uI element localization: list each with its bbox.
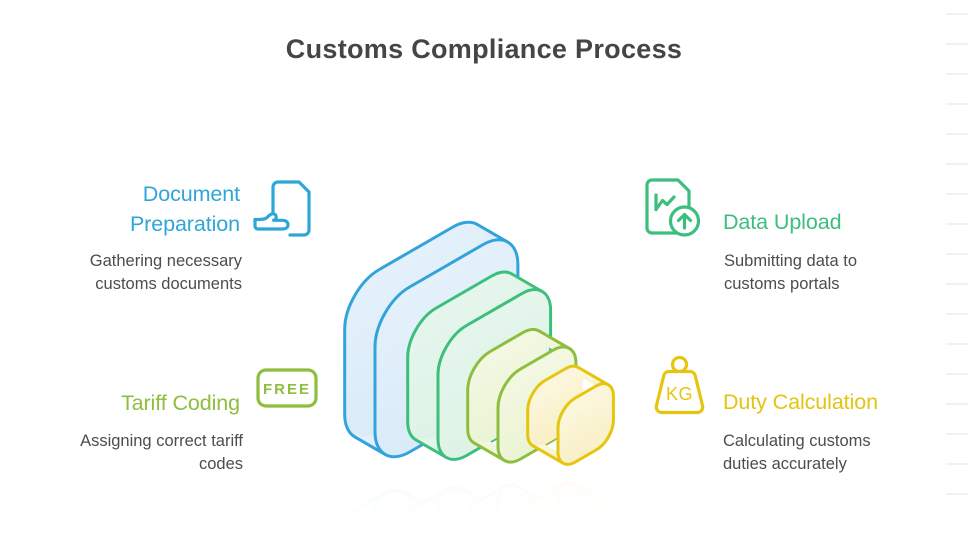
stacked-squares-layers <box>345 190 614 490</box>
page-title: Customs Compliance Process <box>285 34 683 64</box>
step-label-data-upload: Data Upload <box>723 210 842 234</box>
kg-weight-text: KG <box>666 384 693 404</box>
right-edge-line <box>946 343 968 345</box>
right-edge-line <box>946 373 968 375</box>
right-edge-line <box>946 13 968 15</box>
right-edge-line <box>946 283 968 285</box>
right-edge-line <box>946 43 968 45</box>
document-chart-upload-icon <box>643 176 703 240</box>
step-description-tariff-coding: Assigning correct tariff codes <box>80 432 243 473</box>
right-edge-line <box>946 253 968 255</box>
step-description-data-upload: Submitting data to customs portals <box>724 252 857 293</box>
right-edge-line <box>946 133 968 135</box>
right-edge-line <box>946 433 968 435</box>
right-edge-line <box>946 403 968 405</box>
stacked-squares-graphic <box>330 175 650 525</box>
document-hand-icon <box>252 178 314 240</box>
kg-weight-icon: KG <box>650 354 708 416</box>
free-badge-icon: FREE <box>256 368 318 408</box>
right-edge-line <box>946 463 968 465</box>
right-edge-line <box>946 313 968 315</box>
right-edge-line <box>946 223 968 225</box>
step-label-tariff-coding: Tariff Coding <box>120 391 240 415</box>
step-label-duty-calculation: Duty Calculation <box>723 390 878 414</box>
right-edge-line <box>946 103 968 105</box>
step-description-duty-calculation: Calculating customs duties accurately <box>723 432 871 473</box>
right-edge-line <box>946 493 968 495</box>
free-badge-text: FREE <box>263 381 311 398</box>
step-description-document-preparation: Gathering necessary customs documents <box>89 252 242 293</box>
right-edge-line <box>946 163 968 165</box>
right-edge-line <box>946 73 968 75</box>
step-label-document-preparation: Document Preparation <box>129 182 240 236</box>
right-edge-line <box>946 193 968 195</box>
